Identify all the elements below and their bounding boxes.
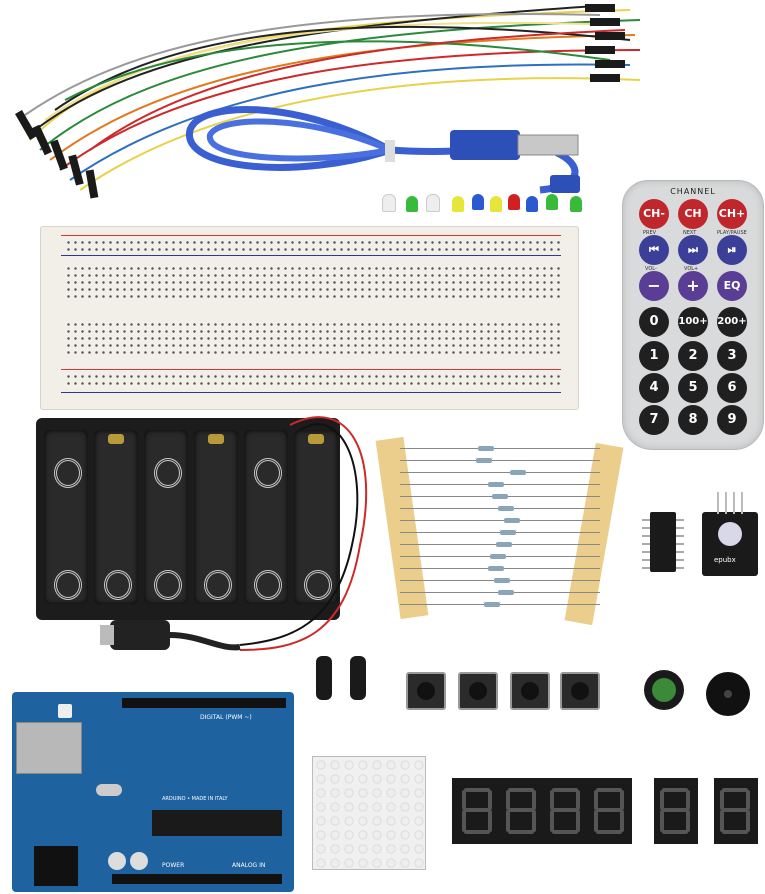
led-icon xyxy=(406,196,418,212)
resistor-icon xyxy=(488,566,504,571)
remote-6[interactable]: 6 xyxy=(717,373,747,403)
remote-100plus[interactable]: 100+ xyxy=(678,307,708,337)
push-button-icon xyxy=(458,672,498,710)
push-button-icon xyxy=(406,672,446,710)
capacitor-icon xyxy=(350,656,366,700)
atmega-chip xyxy=(152,810,282,836)
remote-8[interactable]: 8 xyxy=(678,405,708,435)
remote-play-pause[interactable]: ⏯ xyxy=(717,235,747,265)
battery-wires xyxy=(100,416,368,651)
buzzer-icon xyxy=(706,672,750,716)
remote-ch[interactable]: CH xyxy=(678,199,708,229)
capacitor-icon xyxy=(130,852,148,870)
seven-segment-digits xyxy=(462,788,750,834)
resistor-icon xyxy=(476,458,492,463)
remote-4[interactable]: 4 xyxy=(639,373,669,403)
remote-ch-minus[interactable]: CH- xyxy=(639,199,669,229)
remote-vol-minus-label: VOL- xyxy=(645,266,657,272)
remote-title: CHANNEL xyxy=(670,187,716,196)
resistor-icon xyxy=(484,602,500,607)
arduino-board: DIGITAL (PWM ~) ARDUINO • MADE IN ITALY … xyxy=(12,692,294,892)
remote-next-label: NEXT xyxy=(683,230,697,236)
remote-0[interactable]: 0 xyxy=(639,307,669,337)
led-icon xyxy=(570,196,582,212)
resistor-icon xyxy=(490,554,506,559)
silk-made: ARDUINO • MADE IN ITALY xyxy=(162,796,228,802)
silk-analog: ANALOG IN xyxy=(232,862,266,869)
header-bottom xyxy=(112,874,282,884)
resistor-icon xyxy=(494,578,510,583)
ir-remote: CHANNEL CH- CH CH+ PREV NEXT PLAY/PAUSE … xyxy=(622,180,764,450)
capacitor-icon xyxy=(108,852,126,870)
sensor-label: epubx xyxy=(714,556,736,564)
push-button-icon xyxy=(510,672,550,710)
resistor-icon xyxy=(504,518,520,523)
led-icon xyxy=(490,196,502,212)
resistor-icon xyxy=(500,530,516,535)
remote-200plus[interactable]: 200+ xyxy=(717,307,747,337)
resistor-icon xyxy=(498,590,514,595)
resistor-icon xyxy=(488,482,504,487)
led-icon xyxy=(546,194,558,210)
buzzer-icon xyxy=(644,670,684,710)
remote-9[interactable]: 9 xyxy=(717,405,747,435)
usb-cable-icon xyxy=(186,106,580,194)
dc-jack xyxy=(34,846,78,886)
remote-1[interactable]: 1 xyxy=(639,341,669,371)
reset-button xyxy=(58,704,72,718)
remote-2[interactable]: 2 xyxy=(678,341,708,371)
sensor-pins xyxy=(717,492,743,514)
resistor-icon xyxy=(478,446,494,451)
led-icon xyxy=(526,196,538,212)
breadboard xyxy=(40,226,579,410)
jumper-wires xyxy=(15,4,641,199)
remote-ch-plus[interactable]: CH+ xyxy=(717,199,747,229)
remote-vol-minus[interactable]: − xyxy=(639,271,669,301)
led-icon xyxy=(382,194,396,212)
resistor-icon xyxy=(510,470,526,475)
remote-play-label: PLAY/PAUSE xyxy=(717,230,747,236)
capacitor-icon xyxy=(316,656,332,700)
resistor-icon xyxy=(496,542,512,547)
resistors xyxy=(375,436,624,628)
battery-holder xyxy=(36,418,340,620)
led-icon xyxy=(426,194,440,212)
ic-chip xyxy=(650,512,676,572)
header-top xyxy=(122,698,286,708)
resistor-icon xyxy=(498,506,514,511)
remote-7[interactable]: 7 xyxy=(639,405,669,435)
remote-prev-label: PREV xyxy=(643,230,657,236)
remote-eq[interactable]: EQ xyxy=(717,271,747,301)
led-icon xyxy=(452,196,464,212)
ir-sensor-module: epubx xyxy=(702,512,758,576)
led-icon xyxy=(472,194,484,210)
silk-digital: DIGITAL (PWM ~) xyxy=(200,714,252,721)
remote-vol-plus[interactable]: + xyxy=(678,271,708,301)
ic-pins xyxy=(642,519,684,569)
push-button-icon xyxy=(560,672,600,710)
led-icon xyxy=(508,194,520,210)
remote-prev[interactable]: ⏮ xyxy=(639,235,669,265)
crystal xyxy=(96,784,122,796)
remote-next[interactable]: ⏭ xyxy=(678,235,708,265)
remote-3[interactable]: 3 xyxy=(717,341,747,371)
silk-power: POWER xyxy=(162,862,185,869)
remote-vol-plus-label: VOL+ xyxy=(684,266,699,272)
led-matrix xyxy=(312,756,426,870)
resistor-icon xyxy=(492,494,508,499)
led-row xyxy=(380,192,590,232)
usb-port xyxy=(16,722,82,774)
remote-5[interactable]: 5 xyxy=(678,373,708,403)
